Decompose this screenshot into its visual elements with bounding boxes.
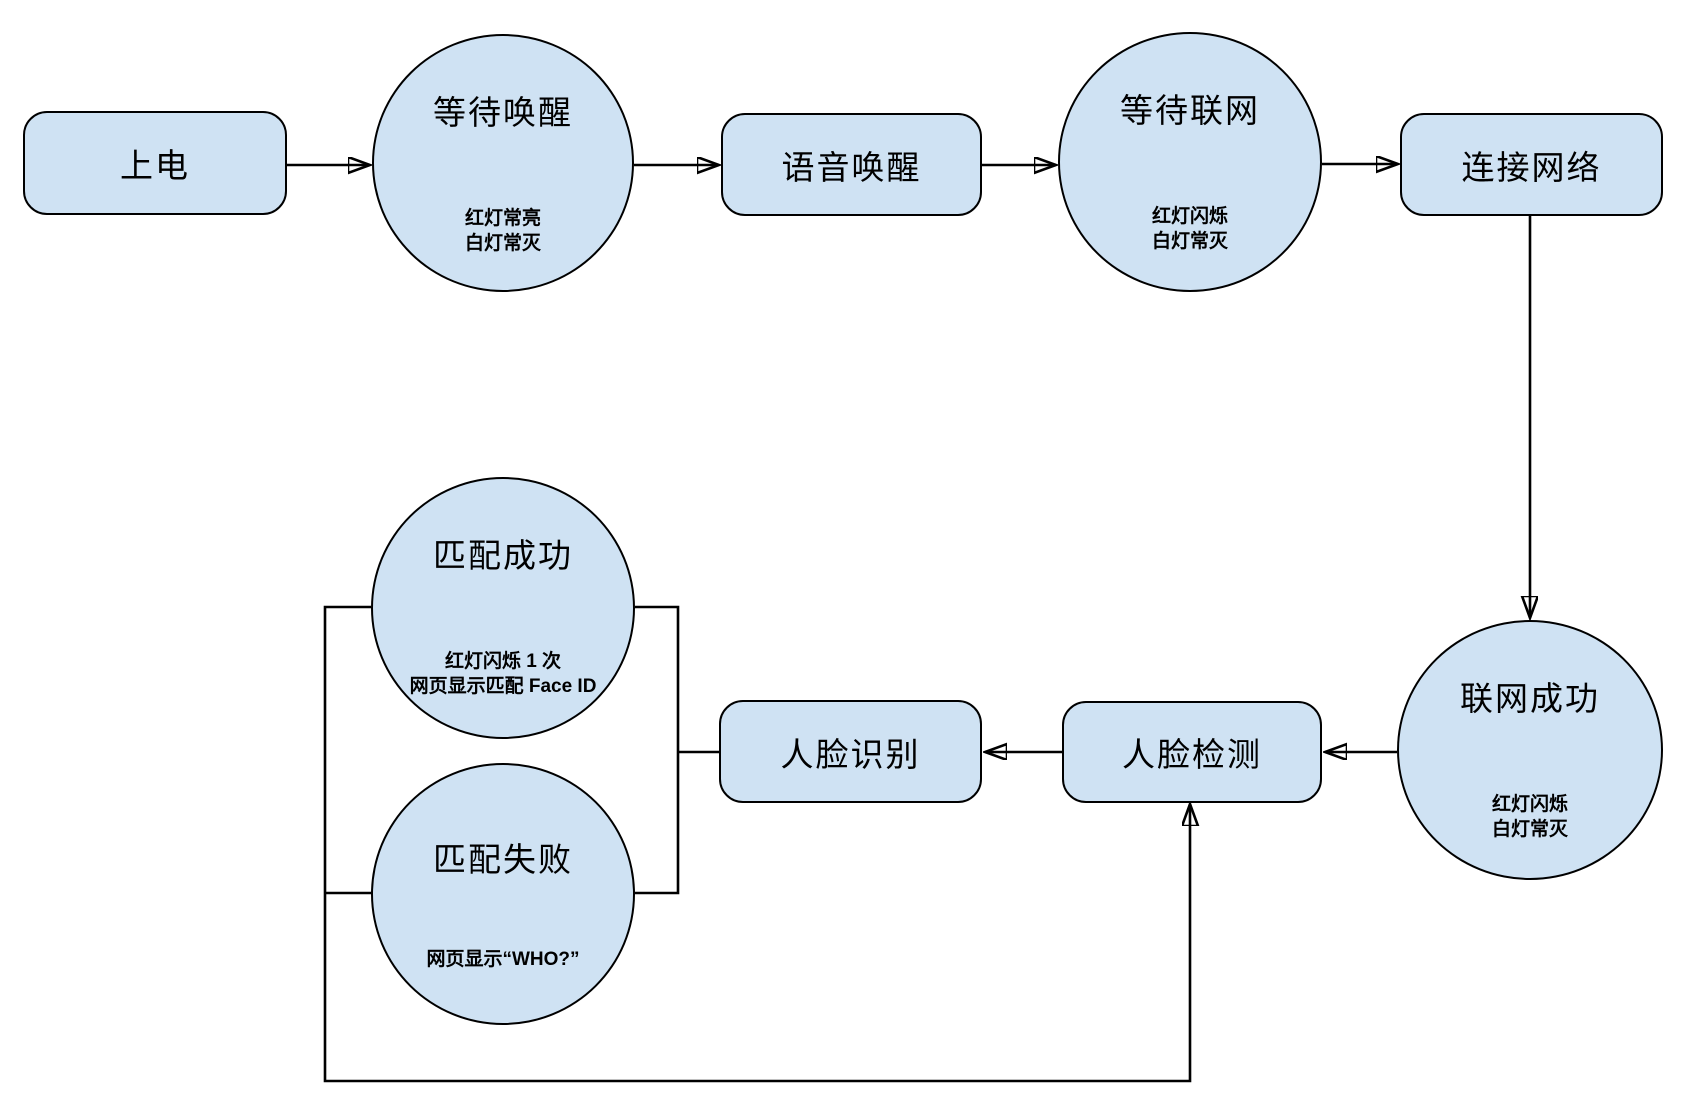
node-match-fail-label: 匹配失败 (433, 841, 573, 878)
note-line: 红灯闪烁 1 次 (444, 651, 562, 672)
node-face-recognize-label: 人脸识别 (780, 735, 921, 773)
node-face-detect-label: 人脸检测 (1122, 736, 1262, 773)
node-match-success-label: 匹配成功 (433, 537, 573, 574)
node-face-recognize: 人脸识别 (719, 700, 982, 803)
note-line: 网页显示匹配 Face ID (409, 676, 597, 697)
node-match-fail: 匹配失败 网页显示“WHO?” (371, 763, 635, 1025)
node-wait-wake: 等待唤醒 红灯常亮 白灯常灭 (372, 34, 634, 292)
node-power-on-label: 上电 (120, 147, 190, 184)
node-connect-network-label: 连接网络 (1461, 148, 1602, 186)
node-wait-wake-label: 等待唤醒 (433, 94, 573, 131)
node-match-fail-notes: 网页显示“WHO?” (373, 947, 633, 972)
bracket-match-results (635, 605, 680, 895)
node-wait-network-label: 等待联网 (1120, 92, 1260, 129)
note-line: 红灯闪烁 (1491, 794, 1568, 815)
node-wait-network: 等待联网 红灯闪烁 白灯常灭 (1058, 32, 1322, 292)
node-wait-network-notes: 红灯闪烁 白灯常灭 (1060, 204, 1320, 254)
node-network-success-label: 联网成功 (1460, 680, 1600, 717)
node-match-success-notes: 红灯闪烁 1 次 网页显示匹配 Face ID (373, 649, 633, 699)
note-line: 红灯常亮 (464, 208, 541, 229)
note-line: 白灯常灭 (1491, 819, 1568, 840)
node-wait-wake-notes: 红灯常亮 白灯常灭 (374, 206, 632, 256)
node-match-success: 匹配成功 红灯闪烁 1 次 网页显示匹配 Face ID (371, 477, 635, 739)
note-line: 网页显示“WHO?” (426, 949, 580, 970)
node-connect-network: 连接网络 (1400, 113, 1663, 216)
edge-loop-matchsuccess-facedetect (323, 605, 1190, 1083)
node-power-on: 上电 (23, 111, 287, 215)
node-voice-wake-label: 语音唤醒 (781, 148, 922, 186)
note-line: 白灯常灭 (464, 233, 541, 254)
node-face-detect: 人脸检测 (1062, 701, 1322, 803)
note-line: 白灯常灭 (1151, 231, 1228, 252)
node-network-success: 联网成功 红灯闪烁 白灯常灭 (1397, 620, 1663, 880)
node-network-success-notes: 红灯闪烁 白灯常灭 (1399, 792, 1661, 842)
note-line: 红灯闪烁 (1151, 206, 1228, 227)
node-voice-wake: 语音唤醒 (721, 113, 982, 216)
